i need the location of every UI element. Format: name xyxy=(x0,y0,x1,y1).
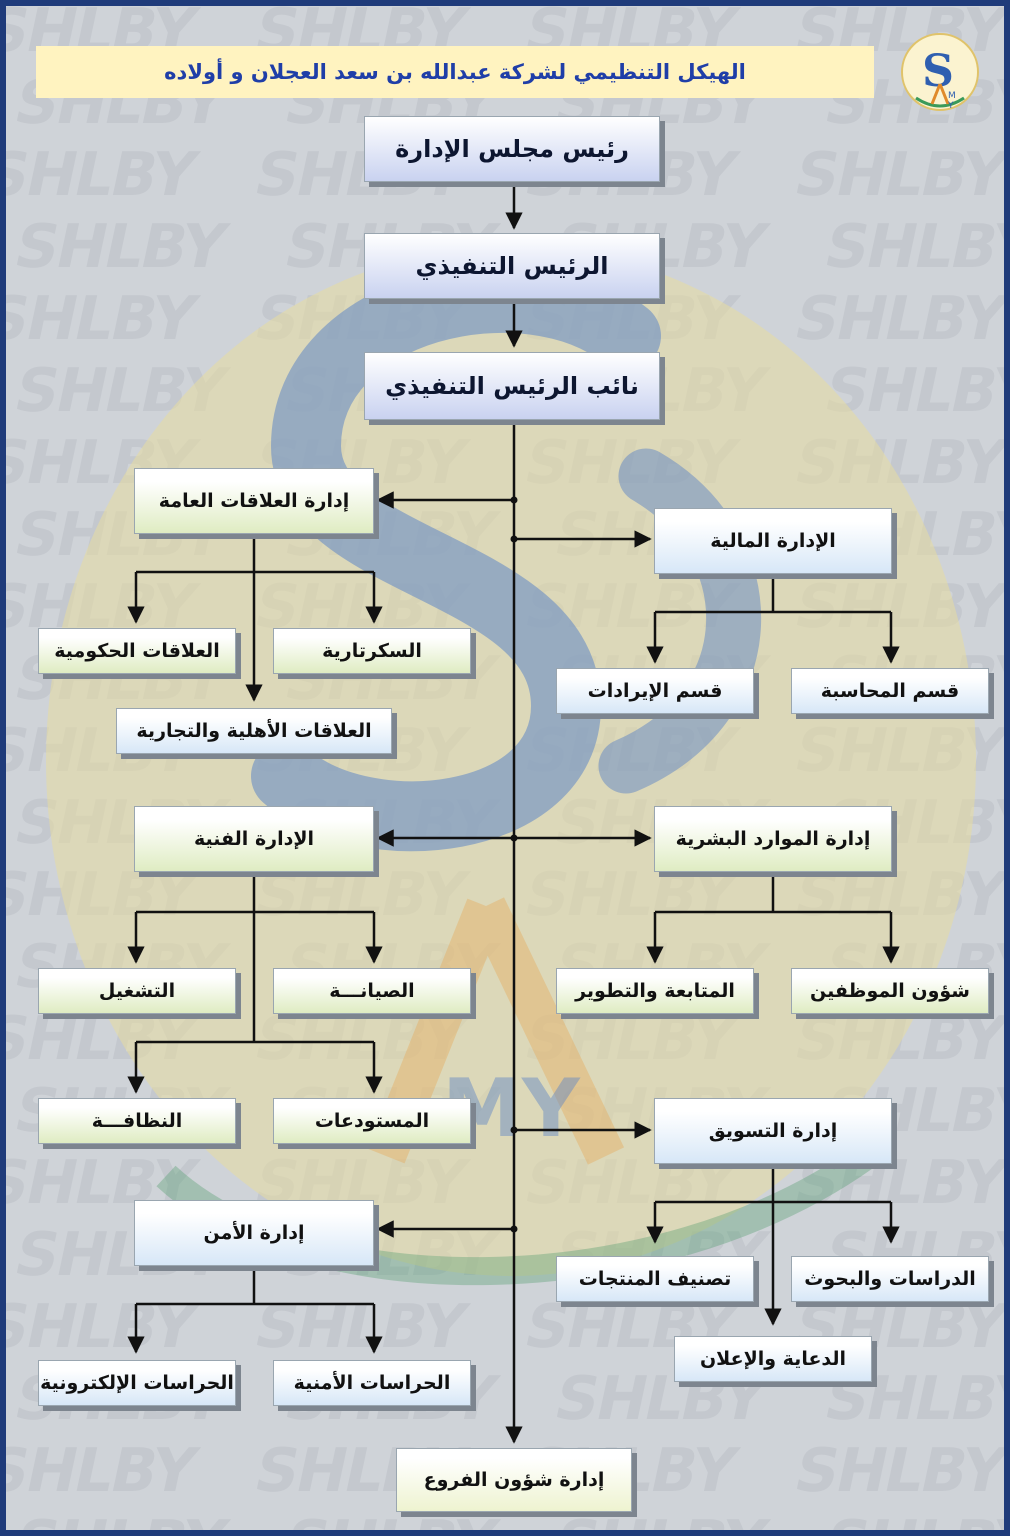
civil-commercial-relations-box: العلاقات الأهلية والتجارية xyxy=(116,708,392,754)
studies-research-box: الدراسات والبحوث xyxy=(791,1256,989,1302)
public-relations-box: إدارة العلاقات العامة xyxy=(134,468,374,534)
accounting-section-box: قسم المحاسبة xyxy=(791,668,989,714)
deputy-ceo-box: نائب الرئيس التنفيذي xyxy=(364,352,660,420)
secretariat-box: السكرتارية xyxy=(273,628,471,674)
security-box: إدارة الأمن xyxy=(134,1200,374,1266)
connector-lines xyxy=(127,184,900,1444)
company-logo: S M Y xyxy=(901,33,979,111)
logo-letter-y: Y xyxy=(947,101,954,111)
marketing-box: إدارة التسويق xyxy=(654,1098,892,1164)
security-guards-box: الحراسات الأمنية xyxy=(273,1360,471,1406)
hr-box: إدارة الموارد البشرية xyxy=(654,806,892,872)
ceo-box: الرئيس التنفيذي xyxy=(364,233,660,299)
employee-affairs-box: شؤون الموظفين xyxy=(791,968,989,1014)
warehouses-box: المستودعات xyxy=(273,1098,471,1144)
branches-affairs-box: إدارة شؤون الفروع xyxy=(396,1448,632,1512)
revenue-section-box: قسم الإيرادات xyxy=(556,668,754,714)
chairman-box: رئيس مجلس الإدارة xyxy=(364,116,660,182)
operations-box: التشغيل xyxy=(38,968,236,1014)
maintenance-box: الصيانـــة xyxy=(273,968,471,1014)
technical-box: الإدارة الفنية xyxy=(134,806,374,872)
logo-letter-m: M xyxy=(948,91,956,101)
finance-box: الإدارة المالية xyxy=(654,508,892,574)
advertising-box: الدعاية والإعلان xyxy=(674,1336,872,1382)
follow-up-development-box: المتابعة والتطوير xyxy=(556,968,754,1014)
chart-title: الهيكل التنظيمي لشركة عبدالله بن سعد الع… xyxy=(36,46,874,98)
government-relations-box: العلاقات الحكومية xyxy=(38,628,236,674)
cleaning-box: النظافـــة xyxy=(38,1098,236,1144)
electronic-guards-box: الحراسات الإلكترونية xyxy=(38,1360,236,1406)
product-classification-box: تصنيف المنتجات xyxy=(556,1256,754,1302)
